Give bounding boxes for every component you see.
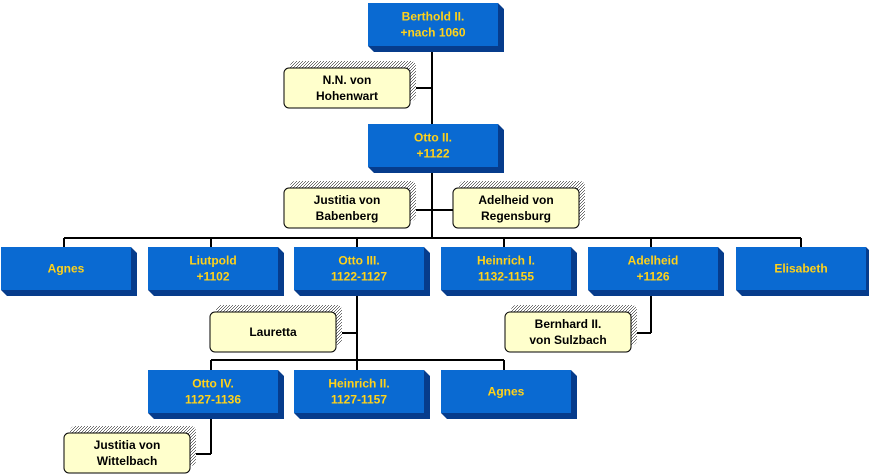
person-node-heinrich1: Heinrich I. 1132-1155 [441, 247, 577, 296]
node-label: Regensburg [481, 209, 551, 223]
person-node-otto4: Otto IV. 1127-1136 [148, 370, 284, 419]
node-label: Otto IV. [192, 377, 234, 391]
node-label: Otto II. [414, 131, 452, 145]
person-node-otto2: Otto II. +1122 [368, 124, 504, 173]
node-depth [148, 370, 284, 419]
node-face [294, 370, 424, 413]
node-label: Justitia von [314, 193, 381, 207]
node-label: von Sulzbach [529, 333, 606, 347]
node-face [63, 432, 191, 474]
node-face [294, 247, 424, 290]
node-label: 1127-1136 [185, 393, 241, 407]
person-node-adelheid: Adelheid +1126 [588, 247, 724, 296]
connector-lines [63, 46, 802, 455]
node-label: Justitia von [94, 438, 161, 452]
node-label: Lauretta [249, 325, 297, 339]
person-node-berthold: Berthold II. +nach 1060 [368, 3, 504, 52]
node-label: Agnes [48, 262, 85, 276]
person-node-agnes1: Agnes [1, 247, 137, 296]
node-label: Otto III. [338, 254, 379, 268]
node-depth [148, 247, 284, 296]
node-label: +1102 [196, 270, 229, 284]
node-face [209, 311, 337, 353]
node-depth [294, 370, 430, 419]
node-label: Hohenwart [316, 89, 378, 103]
node-label: +1126 [636, 270, 669, 284]
node-label: Berthold II. [402, 10, 465, 24]
node-face [283, 67, 411, 109]
node-depth [1, 247, 137, 296]
node-depth [368, 124, 504, 173]
person-node-elisabeth: Elisabeth [736, 247, 869, 296]
node-label: Agnes [488, 385, 525, 399]
person-node-agnes2: Agnes [441, 370, 577, 419]
node-face [368, 3, 498, 46]
node-label: Liutpold [189, 254, 236, 268]
node-label: Heinrich I. [477, 254, 535, 268]
node-face [736, 247, 866, 290]
node-depth [441, 247, 577, 296]
node-face [283, 187, 411, 229]
node-label: Babenberg [316, 209, 379, 223]
node-label: Bernhard II. [535, 317, 602, 331]
node-depth [588, 247, 724, 296]
node-face [504, 311, 632, 353]
node-face [441, 247, 571, 290]
node-label: Adelheid von [478, 193, 553, 207]
node-face [441, 370, 571, 413]
node-label: Wittelbach [97, 454, 158, 468]
node-label: 1127-1157 [331, 393, 387, 407]
node-face [368, 124, 498, 167]
node-depth [294, 247, 430, 296]
person-node-heinrich2: Heinrich II. 1127-1157 [294, 370, 430, 419]
node-label: Heinrich II. [328, 377, 389, 391]
node-label: N.N. von [323, 73, 372, 87]
node-label: 1122-1127 [331, 270, 387, 284]
spouse-node-bernhard: Bernhard II. von Sulzbach [504, 305, 637, 353]
node-depth [736, 247, 869, 296]
node-label: Adelheid [628, 254, 679, 268]
node-face [1, 247, 131, 290]
node-label: 1132-1155 [478, 270, 534, 284]
node-face [452, 187, 580, 229]
node-face [148, 247, 278, 290]
node-face [588, 247, 718, 290]
node-label: Elisabeth [774, 262, 827, 276]
spouse-node-lauretta: Lauretta [209, 305, 342, 353]
node-depth [368, 3, 504, 52]
person-node-otto3: Otto III. 1122-1127 [294, 247, 430, 296]
node-label: +1122 [416, 147, 449, 161]
person-node-liutpold: Liutpold +1102 [148, 247, 284, 296]
node-depth [441, 370, 577, 419]
node-face [148, 370, 278, 413]
node-label: +nach 1060 [400, 26, 465, 40]
